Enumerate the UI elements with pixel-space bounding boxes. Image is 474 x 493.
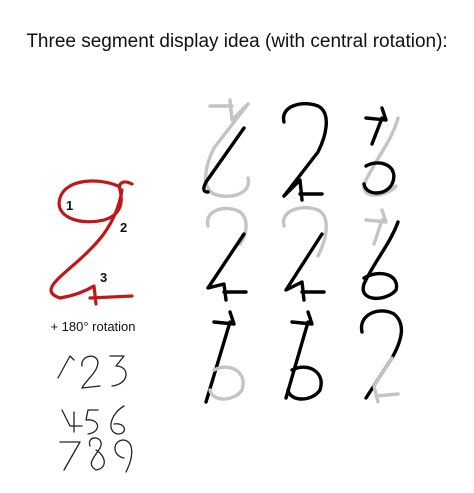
grid-digit-r3c1 bbox=[204, 310, 245, 404]
red-diagonal-segment bbox=[49, 188, 124, 300]
grid-digit-r1c3 bbox=[362, 106, 400, 197]
small-digit-3 bbox=[109, 355, 127, 387]
small-digit-7 bbox=[59, 441, 81, 471]
grid-digit-r2c1 bbox=[205, 206, 248, 302]
small-digit-4 bbox=[61, 409, 83, 433]
small-digit-2 bbox=[81, 355, 101, 389]
red-hook-segment bbox=[58, 284, 134, 306]
red-loop-segment bbox=[57, 179, 134, 224]
small-digits-sketch bbox=[57, 355, 133, 473]
small-digit-6 bbox=[110, 405, 125, 435]
rotation-caption: + 180° rotation bbox=[50, 319, 136, 334]
small-digit-8 bbox=[88, 437, 105, 471]
grid-digit-r3c3 bbox=[359, 309, 403, 404]
grid-digit-r2c3 bbox=[361, 208, 400, 300]
segment-label-3: 3 bbox=[100, 270, 107, 285]
grid-digit-r2c2 bbox=[281, 206, 328, 302]
small-digit-9 bbox=[114, 439, 133, 473]
grid-digit-r1c1 bbox=[202, 98, 251, 198]
grid-digit-r3c2 bbox=[284, 310, 323, 401]
grid-digit-r1c2 bbox=[281, 102, 328, 202]
segment-label-2: 2 bbox=[120, 220, 127, 235]
segment-label-1: 1 bbox=[66, 198, 73, 213]
page-title: Three segment display idea (with central… bbox=[26, 31, 448, 52]
small-digit-5 bbox=[85, 409, 99, 435]
small-digit-1 bbox=[57, 355, 75, 379]
red-annotated-glyph bbox=[49, 179, 134, 306]
